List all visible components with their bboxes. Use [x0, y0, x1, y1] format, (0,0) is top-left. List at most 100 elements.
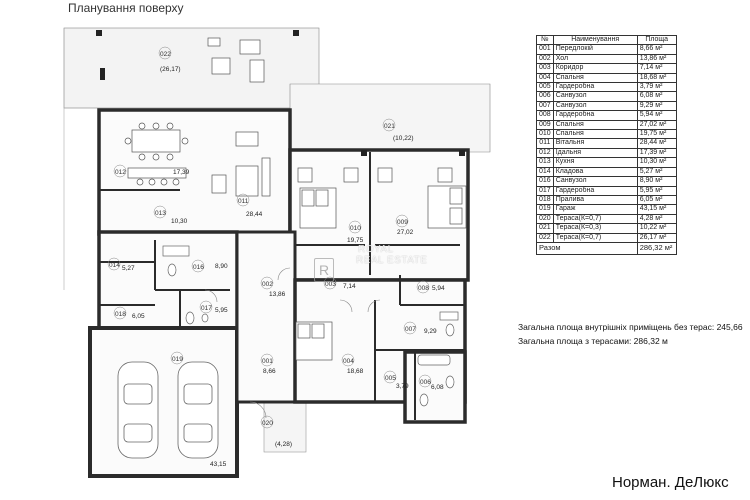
beds	[295, 167, 467, 361]
watermark-logo: R	[314, 258, 334, 282]
room-area: (10,22)	[393, 135, 414, 142]
table-cell-area: 9,29 м²	[636, 100, 677, 112]
table-cell-number: 005	[536, 82, 554, 93]
table-cell-area: 28,44 м²	[636, 138, 677, 149]
table-cell-number: 009	[536, 119, 554, 131]
room-area: (26,17)	[160, 66, 181, 73]
room-area: 28,44	[246, 211, 263, 218]
room-number: 022	[160, 51, 171, 58]
table-cell-area: 17,39 м²	[636, 147, 677, 159]
room-area: 3,79	[396, 383, 409, 390]
room-number: 016	[193, 264, 204, 271]
room-area: 6,08	[431, 384, 444, 391]
table-cell-area: 7,14 м²	[636, 63, 677, 74]
room-area: 5,94	[432, 285, 445, 292]
table-cell-number: 011	[536, 138, 554, 149]
table-cell-number: 002	[536, 53, 554, 65]
watermark: ROYAL REAL ESTATE	[312, 244, 427, 266]
plan-title: Планування поверху	[68, 1, 184, 15]
room-number: 014	[109, 262, 120, 269]
table-cell-area: 6,05 м²	[636, 194, 677, 206]
room-area: 18,68	[347, 368, 364, 375]
table-cell-name: Гараж	[552, 204, 638, 215]
table-cell-name: Спальня	[552, 119, 638, 131]
room-number: 003	[325, 281, 336, 288]
watermark-line1: ROYAL	[358, 244, 394, 255]
table-total-value: 286,32 м²	[636, 241, 677, 255]
kitchen-island	[127, 167, 187, 186]
table-cell-area: 43,15 м²	[636, 204, 677, 215]
room-area: 8,90	[215, 263, 228, 270]
table-cell-number: 022	[536, 232, 554, 243]
table-cell-area: 13,86 м²	[636, 53, 677, 65]
room-number: 006	[420, 379, 431, 386]
room-area: 27,02	[397, 229, 414, 236]
table-cell-area: 8,90 м²	[636, 176, 677, 187]
table-cell-name: Коридор	[552, 63, 638, 74]
living-furniture	[211, 131, 271, 197]
summary-internal-area: Загальна площа внутрішніх приміщень без …	[518, 322, 743, 332]
terrace-021	[289, 83, 491, 153]
room-number: 017	[201, 305, 212, 312]
room-area: 5,27	[122, 265, 135, 272]
table-header-number: №	[536, 34, 554, 46]
table-cell-area: 26,17 м²	[636, 232, 677, 243]
table-cell-number: 012	[536, 147, 554, 159]
table-cell-area: 27,02 м²	[636, 119, 677, 131]
table-cell-number: 013	[536, 157, 554, 168]
terrace-furniture	[207, 37, 265, 83]
table-cell-area: 19,75 м²	[636, 129, 677, 140]
room-number: 004	[343, 358, 354, 365]
table-cell-area: 8,66 м²	[636, 44, 677, 55]
table-cell-name: Тераса(К=0,7)	[552, 232, 638, 243]
table-cell-number: 021	[536, 223, 554, 234]
table-cell-name: Санвузол	[552, 176, 638, 187]
table-cell-name: Кухня	[552, 157, 638, 168]
room-number: 019	[172, 356, 183, 363]
room-number: 002	[262, 281, 273, 288]
table-cell-name: Тераса(К=0,3)	[552, 223, 638, 234]
room-area: 9,29	[424, 328, 437, 335]
room-number: 009	[397, 219, 408, 226]
table-cell-area: 6,08 м²	[636, 91, 677, 102]
table-cell-name: Кладова	[552, 166, 638, 178]
table-header-name: Наименування	[552, 34, 638, 46]
room-number: 007	[405, 326, 416, 333]
table-cell-area: 18,68 м²	[636, 72, 677, 84]
table-total-label: Разом	[536, 241, 638, 255]
room-area: 7,14	[343, 283, 356, 290]
table-cell-name: Вітальня	[552, 138, 638, 149]
table-cell-name: Їдальня	[552, 147, 638, 159]
columns	[96, 30, 465, 156]
table-cell-name: Гардеробна	[552, 185, 638, 196]
table-cell-area: 3,79 м²	[636, 82, 677, 93]
table-cell-name: Хол	[552, 53, 638, 65]
table-cell-number: 008	[536, 110, 554, 121]
table-cell-name: Спальня	[552, 129, 638, 140]
room-number: 021	[384, 123, 395, 130]
table-cell-name: Санвузол	[552, 100, 638, 112]
table-cell-number: 004	[536, 72, 554, 84]
room-area: 6,05	[132, 313, 145, 320]
table-cell-area: 10,22 м²	[636, 223, 677, 234]
room-number: 008	[418, 285, 429, 292]
watermark-line2: REAL ESTATE	[356, 255, 428, 266]
table-cell-number: 020	[536, 213, 554, 225]
table-header-area: Площа	[636, 34, 677, 46]
garage-cars	[117, 361, 219, 459]
